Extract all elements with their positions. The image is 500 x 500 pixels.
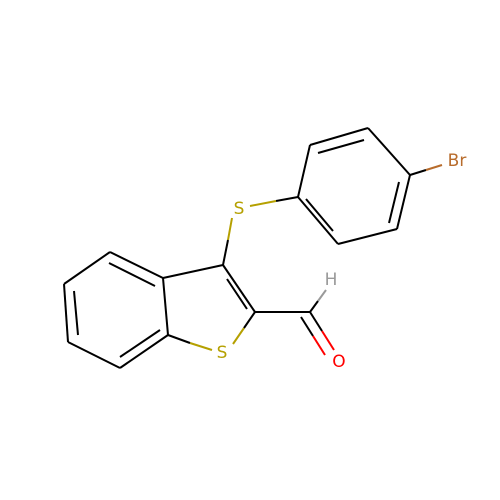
bond-cho-h-hydrogen-half xyxy=(317,289,327,302)
bond-cho-o-oxygen-half xyxy=(321,330,335,351)
bond-c4-c5 xyxy=(63,251,111,285)
bond-c4-c5-inner xyxy=(388,181,400,224)
bond-c2-s1-sulfur-half xyxy=(232,327,245,345)
bond-c6-c7 xyxy=(67,341,121,369)
bond-cho-h-carbon-half xyxy=(309,300,319,313)
bond-c1-c2 xyxy=(297,144,311,198)
bond-c3a-c4-inner xyxy=(108,262,156,287)
bond-c5-c6-inner xyxy=(73,290,79,336)
bond-c3a-c7a xyxy=(162,277,169,336)
bond-c5-c6 xyxy=(337,228,398,245)
bond-c7-c7a xyxy=(119,334,169,369)
bond-c1-s-carbon-half xyxy=(275,196,299,202)
bond-c3-c2 xyxy=(222,264,256,313)
bond-c4-br-bromine-half xyxy=(425,164,443,171)
bond-c2-c3-inner xyxy=(317,139,365,154)
bond-s-c3bt-sulfur-half xyxy=(227,217,233,241)
hydrogen-label: H xyxy=(325,270,338,290)
sulfur-thioether-label: S xyxy=(234,199,245,219)
bond-c5-c6 xyxy=(63,283,69,343)
bond-c2-c3 xyxy=(309,127,369,146)
bond-s1-c7a-carbon-half xyxy=(167,334,191,344)
bond-c6-c1-inner xyxy=(305,198,334,232)
bond-c3-c3a xyxy=(162,264,224,279)
carbon-bromine-bond xyxy=(409,164,443,176)
bromine-label: Br xyxy=(448,151,467,171)
bond-c3a-c4 xyxy=(109,251,164,279)
thioether-bonds xyxy=(222,196,299,266)
aldehyde-group xyxy=(255,289,335,356)
bond-s1-c7a-sulfur-half xyxy=(189,342,213,351)
bromophenyl-ring xyxy=(297,127,411,245)
bond-c6-c1 xyxy=(297,196,339,245)
bond-c4-br-carbon-half xyxy=(409,169,427,176)
bond-c1-s-sulfur-half xyxy=(249,200,277,207)
bond-cho-o-oxygen-half-double xyxy=(312,335,326,356)
bond-c3-c4 xyxy=(367,127,411,176)
atom-labels: S S Br O H xyxy=(217,151,467,372)
bond-c3-c2-inner xyxy=(226,278,248,310)
bond-c7-c7a-inner xyxy=(119,329,161,358)
bond-cho-o-carbon-half xyxy=(309,311,323,332)
bond-c4-c5 xyxy=(396,174,411,230)
oxygen-label: O xyxy=(332,352,345,372)
bond-c2-s1-carbon-half xyxy=(243,311,256,329)
bond-s-c3bt-carbon-half xyxy=(222,239,229,266)
bond-cho-o-carbon-half-double xyxy=(300,316,314,337)
sulfur-ring-label: S xyxy=(217,343,228,363)
benzothiophene-system xyxy=(63,251,256,369)
